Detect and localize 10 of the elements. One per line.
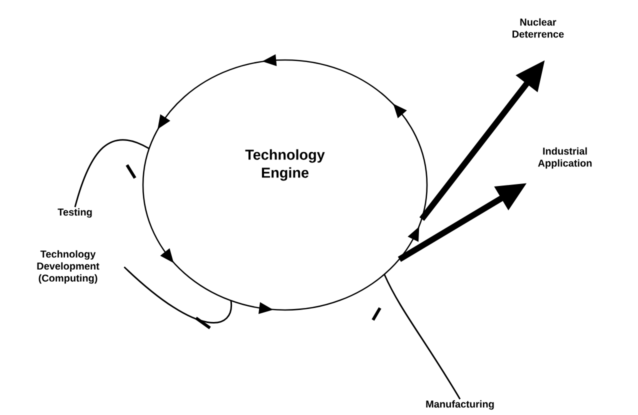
label: Testing bbox=[58, 208, 92, 218]
cycle-ellipse bbox=[142, 59, 428, 311]
leader-line bbox=[124, 266, 232, 324]
label: Technology Development (Computing) bbox=[37, 250, 100, 284]
leader-line bbox=[384, 274, 461, 400]
leader-line bbox=[74, 139, 150, 208]
label: Nuclear Deterrence bbox=[512, 18, 564, 38]
label: Industrial Application bbox=[538, 147, 592, 169]
center-label: Technology Engine bbox=[245, 149, 325, 181]
label: Manufacturing bbox=[426, 400, 494, 410]
